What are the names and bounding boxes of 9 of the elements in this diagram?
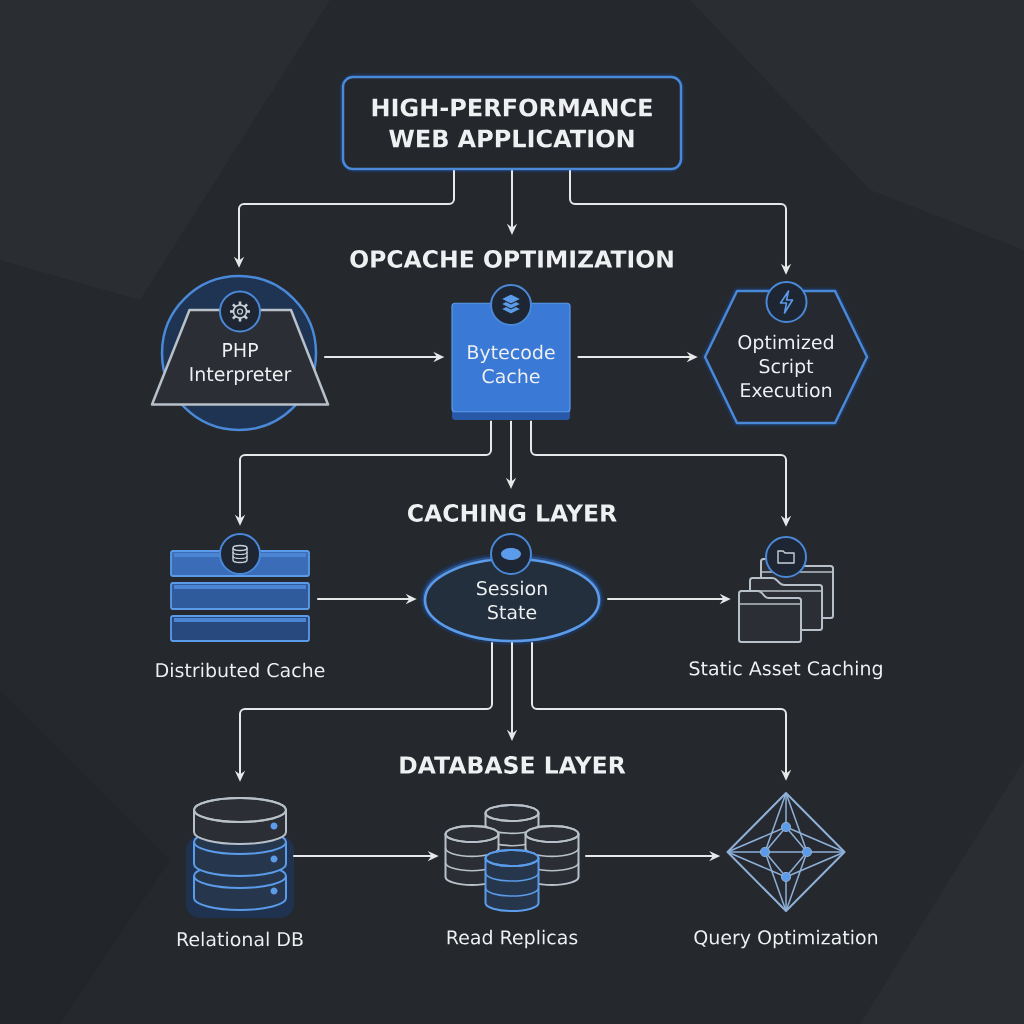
ellipse-box: Session State [420, 553, 604, 645]
node-label: Query Optimization [694, 929, 878, 949]
node-label: Relational DB [177, 931, 303, 947]
square-box: Bytecode Cache [451, 302, 571, 420]
hexagon-box: Optimized Script Execution [701, 287, 871, 427]
node-label: Distributed Cache [156, 662, 325, 678]
node-label: Static Asset Caching [689, 660, 882, 680]
trapezoid-box: PHP Interpreter [150, 274, 330, 432]
node-label: Read Replicas [447, 929, 578, 949]
